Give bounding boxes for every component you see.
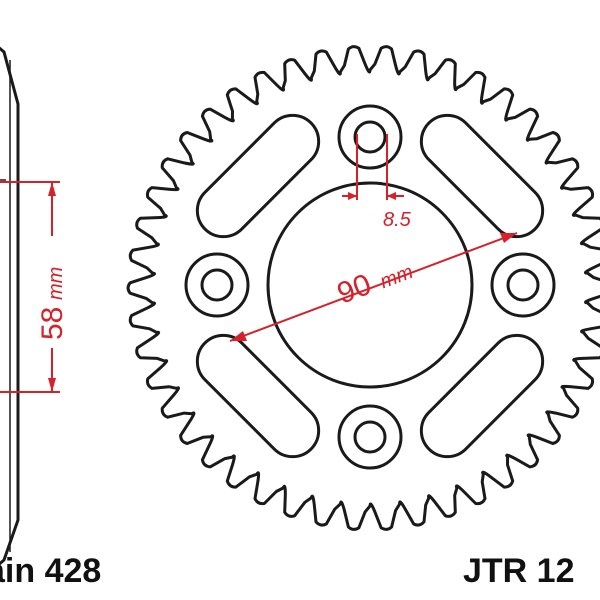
- dimension-pcd: [229, 232, 518, 342]
- dimension-hub-unit: mm: [45, 267, 67, 300]
- dimension-hub: [0, 181, 60, 393]
- chain-size-caption: ain 428: [0, 552, 102, 590]
- dimension-hole-width: [342, 134, 404, 200]
- lightening-slot-top-left: [195, 113, 321, 239]
- dimension-hub-value: 58: [36, 307, 69, 340]
- bolt-hole-right: [490, 252, 556, 318]
- part-number-caption: JTR 12: [463, 552, 575, 590]
- bolt-hole-top: [337, 104, 403, 170]
- center-bore: [266, 181, 474, 389]
- sprocket-teeth-outline: [126, 45, 600, 531]
- bolt-hole-bottom: [337, 404, 403, 470]
- bolt-hole-left: [184, 252, 250, 318]
- lightening-slot-top-right: [419, 113, 545, 239]
- lightening-slot-bottom-left: [195, 333, 321, 459]
- dimension-pcd-unit: mm: [377, 261, 416, 293]
- dimension-pcd-value: 90: [333, 268, 376, 311]
- lightening-slot-bottom-right: [419, 333, 545, 459]
- dimension-hole-width-label: 8.5: [383, 209, 412, 231]
- side-profile: [0, 46, 20, 566]
